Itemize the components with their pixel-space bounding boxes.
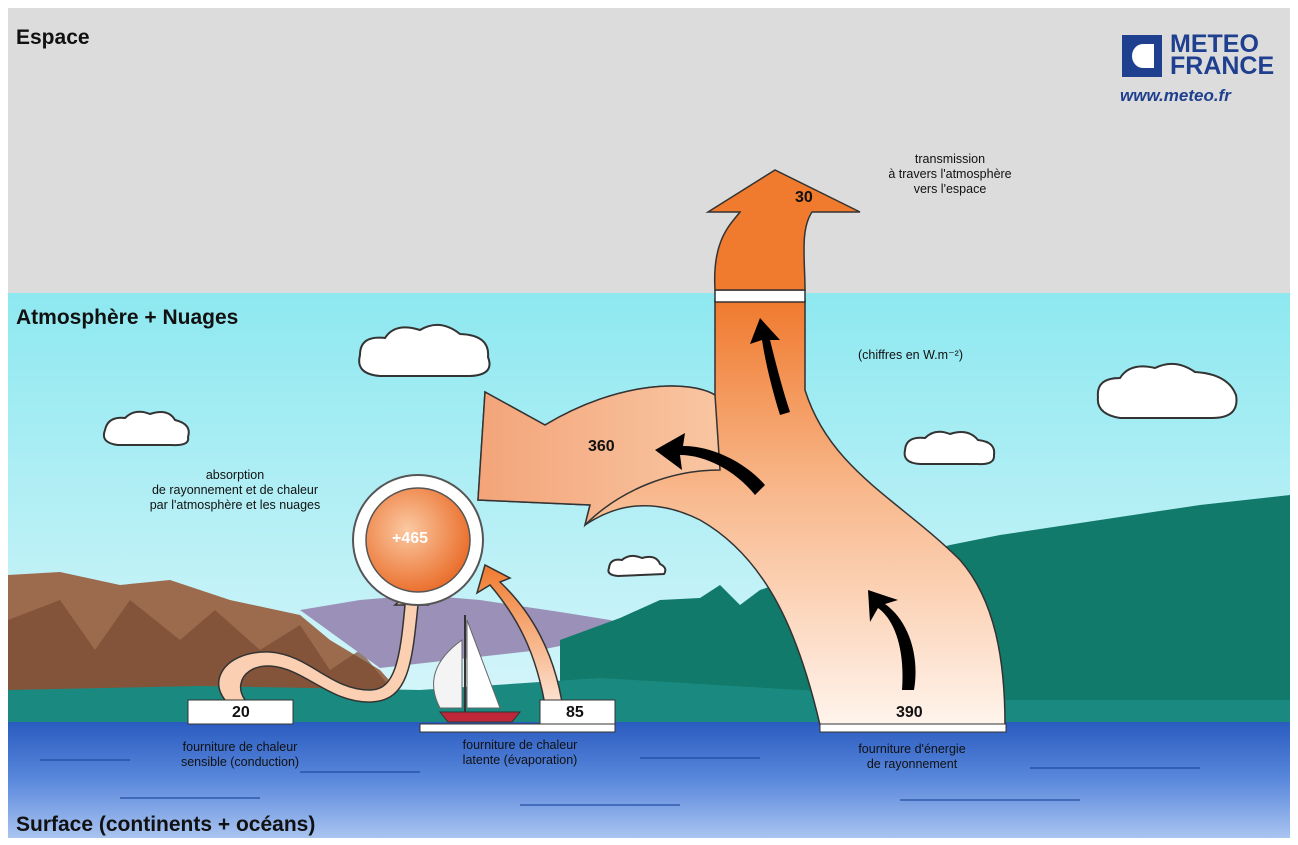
sensible-heat-value: 20 bbox=[232, 704, 250, 722]
latent-heat-caption: fourniture de chaleur latente (évaporati… bbox=[410, 738, 630, 768]
units-note: (chiffres en W.m⁻²) bbox=[858, 348, 963, 363]
latent-caption-line: fourniture de chaleur bbox=[410, 738, 630, 753]
latent-base bbox=[420, 724, 615, 732]
back-radiation-value: 360 bbox=[588, 438, 615, 456]
transmission-caption-line: à travers l'atmosphère bbox=[860, 167, 1040, 182]
surface-radiation-value: 390 bbox=[896, 704, 923, 722]
transmission-caption-line: vers l'espace bbox=[860, 182, 1040, 197]
meteo-france-logo-icon bbox=[1122, 35, 1162, 77]
absorption-caption-line: par l'atmosphère et les nuages bbox=[115, 498, 355, 513]
absorption-caption-line: absorption bbox=[115, 468, 355, 483]
radiation-caption-line: fourniture d'énergie bbox=[812, 742, 1012, 757]
radiation-base bbox=[820, 724, 1006, 732]
radiation-caption-line: de rayonnement bbox=[812, 757, 1012, 772]
logo-name-line2: FRANCE bbox=[1170, 55, 1274, 77]
sensible-caption-line: sensible (conduction) bbox=[130, 755, 350, 770]
logo-url: www.meteo.fr bbox=[1120, 86, 1231, 106]
logo-name: METEO FRANCE bbox=[1170, 33, 1274, 77]
transmission-value: 30 bbox=[795, 189, 813, 207]
space-band bbox=[8, 8, 1290, 293]
absorption-caption-line: de rayonnement et de chaleur bbox=[115, 483, 355, 498]
latent-caption-line: latente (évaporation) bbox=[410, 753, 630, 768]
latent-heat-value: 85 bbox=[566, 704, 584, 722]
surface-label: Surface (continents + océans) bbox=[16, 813, 315, 837]
atmosphere-boundary-gap bbox=[715, 290, 805, 302]
transmission-caption: transmission à travers l'atmosphère vers… bbox=[860, 152, 1040, 197]
space-label: Espace bbox=[16, 26, 90, 50]
absorption-caption: absorption de rayonnement et de chaleur … bbox=[115, 468, 355, 513]
surface-radiation-caption: fourniture d'énergie de rayonnement bbox=[812, 742, 1012, 772]
sensible-caption-line: fourniture de chaleur bbox=[130, 740, 350, 755]
transmission-caption-line: transmission bbox=[860, 152, 1040, 167]
atmosphere-label: Atmosphère + Nuages bbox=[16, 306, 238, 330]
sensible-heat-caption: fourniture de chaleur sensible (conducti… bbox=[130, 740, 350, 770]
absorption-value: +465 bbox=[392, 530, 428, 548]
